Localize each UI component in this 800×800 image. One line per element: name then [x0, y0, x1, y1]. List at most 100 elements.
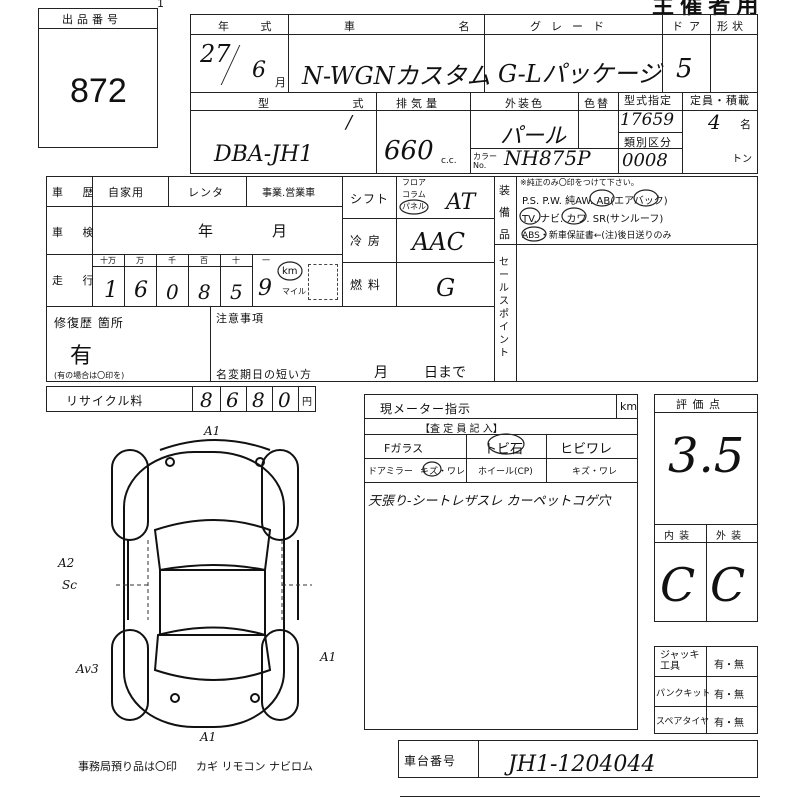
digit-label-10k: 万 — [136, 256, 144, 265]
spare-tire-label: スペアタイヤ — [656, 717, 710, 727]
bottom-box-edge — [400, 796, 760, 797]
recycle-digit-2: 6 — [226, 388, 239, 412]
rental-option: レンタ — [188, 186, 224, 199]
color-value: パール — [500, 124, 567, 149]
capacity-label: 定員・積載 — [690, 94, 750, 107]
recycle-digit-3: 8 — [252, 388, 265, 412]
office-items: カギ リモコン ナビロム — [196, 760, 313, 773]
mirror-circle — [422, 461, 442, 477]
damage-mark-sc: Sc — [62, 578, 77, 592]
jack-option: 有・無 — [714, 660, 744, 671]
digit-label-10: 十 — [232, 256, 240, 265]
wheel-label: ホイール(CP) — [478, 467, 533, 477]
fuel-label: 燃 料 — [350, 278, 381, 292]
mile-checkbox — [308, 264, 338, 300]
repair-history-note: (有の場合は〇印を) — [54, 371, 125, 380]
recycle-digit-4: 0 — [278, 388, 291, 412]
lot-number-label: 出品番号 — [62, 13, 122, 26]
capacity-unit: 名 — [740, 118, 751, 131]
puncture-kit-label: パンクキット — [656, 689, 711, 699]
meter-label: 現メーター指示 — [380, 402, 472, 416]
equipment-label: 装備品 — [499, 184, 510, 241]
damage-mark-av3: Av3 — [76, 662, 99, 676]
condition-table — [46, 176, 758, 382]
damage-mark-a1-top: A1 — [204, 424, 221, 438]
model-label: 型 式 — [258, 97, 404, 110]
mileage-digit-3: 0 — [166, 280, 179, 304]
meter-unit: km — [620, 400, 638, 413]
damage-mark-a2: A2 — [58, 556, 75, 570]
digit-label-100k: 十万 — [100, 256, 116, 265]
damage-mark-a1-right: A1 — [320, 650, 337, 664]
interior-grade: C — [660, 558, 696, 612]
equipment-circles — [519, 189, 659, 242]
name-change-label: 名変期日の短い方 — [216, 368, 312, 381]
office-note: 事務局預り品は〇印 — [78, 760, 177, 773]
puncture-option: 有・無 — [714, 690, 744, 701]
car-name-label: 車 名 — [344, 20, 520, 33]
lot-number-box — [38, 8, 158, 148]
inspection-year-unit: 年 — [198, 222, 215, 240]
digit-label-100: 百 — [200, 256, 208, 265]
inspection-month-unit: 月 — [272, 222, 289, 240]
exterior-color-label: 外装色 — [505, 97, 544, 110]
repair-history-value: 有 — [70, 344, 93, 369]
equipment-line-1: P.S. P.W. 純AW. AB(エアバック) — [522, 196, 668, 207]
inspection-box — [364, 394, 638, 730]
panel-option: パネル — [402, 202, 426, 211]
cc-unit: c.c. — [441, 156, 457, 166]
ac-value: AAC — [412, 228, 466, 256]
model-designation-value: 17659 — [620, 110, 675, 130]
overall-score: 3.5 — [668, 428, 745, 484]
mileage-digit-2: 6 — [134, 278, 148, 303]
color-no-value: NH875P — [504, 146, 591, 170]
spare-option: 有・無 — [714, 718, 744, 729]
crack-label: ヒビワレ — [560, 442, 613, 457]
name-change-month-unit: 月 — [374, 365, 388, 381]
exterior-label: 外 装 — [716, 531, 743, 542]
recycle-fee-box — [46, 386, 316, 412]
floor-option: フロア — [402, 178, 426, 187]
caution-label: 注意事項 — [216, 312, 264, 325]
car-diagram — [111, 439, 312, 728]
shift-label: シフト — [350, 192, 390, 206]
ac-label: 冷 房 — [350, 234, 381, 248]
rating-label: 評 価 点 — [676, 398, 721, 411]
km-label: km — [282, 266, 298, 277]
shift-value: AT — [446, 190, 476, 215]
inspection-label: 車 検 — [52, 226, 102, 239]
color-change-label: 色替 — [584, 97, 610, 110]
shape-label: 形状 — [717, 20, 747, 33]
car-name: N-WGNカスタム — [302, 62, 491, 90]
capacity-value: 4 — [708, 110, 721, 134]
digit-label-1: 一 — [262, 256, 270, 265]
year-value: 27 — [200, 40, 231, 68]
displacement-label: 排気量 — [396, 97, 441, 110]
interior-label: 内 装 — [664, 531, 691, 542]
equipment-line-2: TV. ナビ. カワ. SR(サンルーフ) — [522, 214, 664, 225]
model-designation-label: 型式指定 — [624, 94, 672, 107]
title-fragment: 主 催 者 用 — [652, 0, 759, 18]
equipment-line-3: ABS・新車保証書←(注)後日送りのみ — [522, 231, 672, 241]
mileage-digit-1: 1 — [104, 278, 118, 303]
chip-circle — [487, 433, 525, 455]
month-unit: 月 — [275, 76, 286, 89]
repair-history-label: 修復歴 箇所 — [54, 316, 124, 330]
private-use-option: 自家用 — [108, 186, 144, 199]
km-circle — [277, 261, 303, 281]
business-use-option: 事業.営業車 — [262, 188, 316, 199]
equipment-note: ※純正のみ〇印をつけて下さい。 — [520, 178, 639, 187]
color-no-label: カラーNo. — [473, 152, 497, 170]
mile-label: マイル — [282, 287, 306, 296]
displacement-value: 660 — [384, 136, 434, 166]
column-option: コラム — [402, 190, 426, 199]
jack-label: ジャッキ工具 — [660, 650, 700, 672]
recycle-digit-1: 8 — [200, 388, 213, 412]
model-mark: / — [346, 112, 353, 133]
sales-point-label: セールスポイント — [499, 257, 509, 359]
model-value: DBA-JH1 — [214, 142, 314, 167]
recycle-fee-label: リサイクル料 — [66, 394, 144, 408]
door-mirror-condition: キズ・ワレ — [420, 467, 466, 477]
chassis-label: 車台番号 — [404, 754, 457, 768]
door-mirror-label: ドアミラー — [368, 467, 413, 477]
